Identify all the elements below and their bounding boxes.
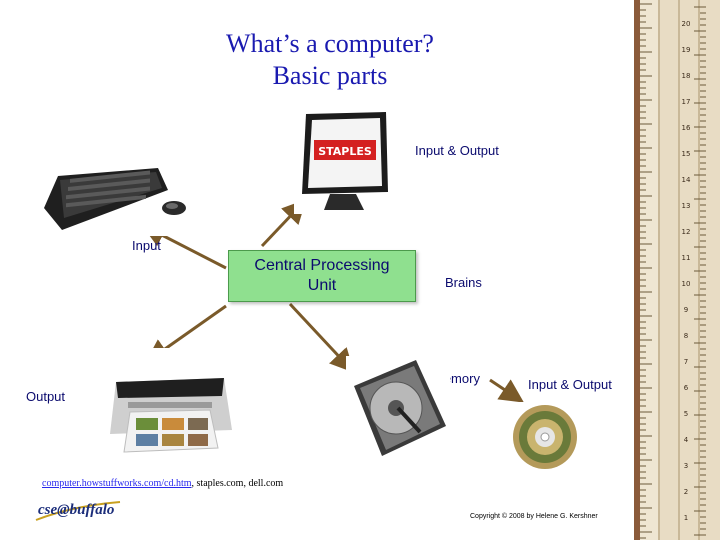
ruler-number: 10 — [682, 280, 691, 288]
ruler-number: 6 — [684, 384, 689, 392]
copyright-text: Copyright © 2008 by Helene G. Kershner — [470, 513, 598, 520]
ruler-number: 9 — [684, 306, 688, 314]
ruler-number: 1 — [684, 514, 688, 522]
cpu-box: Central Processing Unit — [228, 250, 416, 302]
cpu-line-1: Central Processing — [254, 257, 390, 274]
ruler-number: 3 — [684, 462, 688, 470]
ruler-number: 2 — [684, 488, 688, 496]
arrow-to-printer — [145, 304, 227, 363]
ruler-number: 19 — [682, 46, 691, 54]
hard-drive-image — [346, 356, 450, 460]
arrow-to-cd — [489, 378, 524, 403]
cse-buffalo-logo: cse@buffalo — [32, 496, 126, 530]
cd-disc-image — [510, 402, 580, 472]
input-label: Input — [132, 238, 161, 253]
output-label: Output — [26, 389, 66, 404]
source-citation: computer.howstuffworks.com/cd.htm, stapl… — [42, 478, 283, 489]
monitor-image: STAPLES — [294, 110, 394, 214]
ruler-number: 7 — [684, 358, 688, 366]
brains-label: Brains — [445, 275, 482, 290]
ruler-number: 8 — [684, 332, 688, 340]
ruler-number: 15 — [682, 150, 691, 158]
staples-logo-text: STAPLES — [318, 145, 372, 158]
ruler-number: 4 — [684, 436, 689, 444]
source-rest: , staples.com, dell.com — [191, 478, 284, 489]
ruler-number: 11 — [682, 254, 691, 262]
ruler-number: 12 — [682, 228, 691, 236]
ruler-number: 5 — [684, 410, 688, 418]
arrow-to-monitor — [260, 199, 307, 248]
ruler-number: 18 — [682, 72, 691, 80]
arrow-to-harddrive — [288, 302, 355, 373]
ruler-number: 16 — [682, 124, 691, 132]
logo-text: cse@buffalo — [38, 502, 115, 518]
cpu-line-2: Unit — [307, 277, 337, 294]
title-line-2: Basic parts — [272, 61, 388, 90]
arrow-to-keyboard — [141, 224, 227, 270]
keyboard-mouse-image — [40, 156, 192, 236]
input-output-right-label: Input & Output — [528, 377, 612, 392]
slide-title: What’s a computer? Basic parts — [150, 28, 510, 92]
input-output-top-label: Input & Output — [415, 143, 499, 158]
ruler-number: 13 — [682, 202, 691, 210]
ruler-number: 17 — [682, 98, 691, 106]
ruler-number: 14 — [682, 176, 691, 184]
title-line-1: What’s a computer? — [226, 29, 434, 58]
ruler-number: 20 — [682, 20, 691, 28]
printer-image — [106, 348, 234, 458]
source-link[interactable]: computer.howstuffworks.com/cd.htm — [42, 478, 192, 489]
